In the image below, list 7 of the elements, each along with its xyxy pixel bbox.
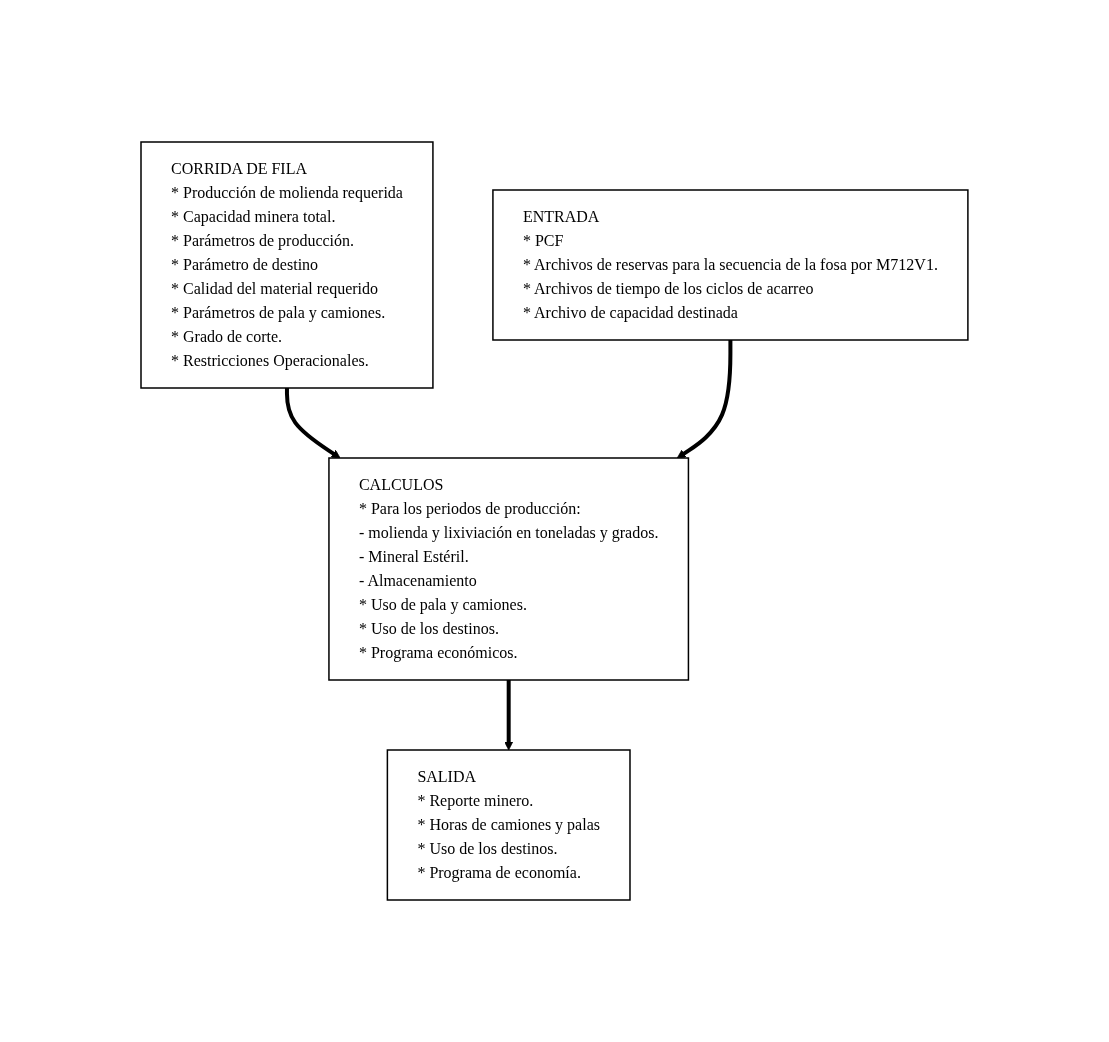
arrow — [285, 388, 341, 459]
node-box: CORRIDA DE FILA * Producción de molienda requerida * Capacidad minera total. * Parámetros de producción. * Parámetro de destino * Calidad del material requerido * Parámetros de pala y camiones. * Grado de corte. * Restricciones Operacionales. — [140, 141, 434, 389]
arrow — [676, 340, 733, 459]
node-box: SALIDA * Reporte minero. * Horas de camiones y palas * Uso de los destinos. * Programa de economía. — [386, 749, 631, 901]
node-box: ENTRADA * PCF * Archivos de reservas para la secuencia de la fosa por M712V1. * Archivos de tiempo de los ciclos de acarreo * Archivo de capacidad destinada — [492, 189, 969, 341]
arrow — [504, 680, 514, 751]
node-box: CALCULOS * Para los periodos de producción: - molienda y lixiviación en toneladas y grados. - Mineral Estéril. - Almacenamiento * Uso de pala y camiones. * Uso de los destinos. * Programa económicos. — [328, 457, 690, 681]
